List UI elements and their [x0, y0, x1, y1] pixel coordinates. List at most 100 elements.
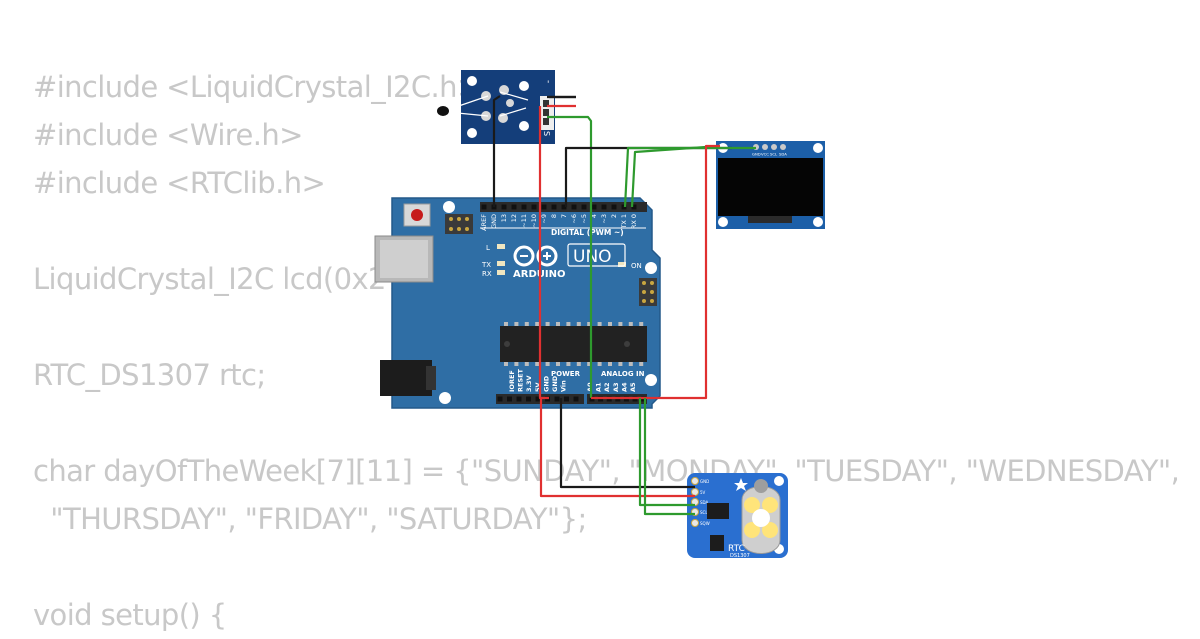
- digital-pin-label: 8: [550, 214, 558, 218]
- mounting-hole: [439, 392, 451, 404]
- pin-hole[interactable]: [541, 204, 547, 210]
- board-model: UNO: [573, 247, 612, 267]
- reset-button-cap[interactable]: [411, 209, 423, 221]
- wire-green-oled-sda[interactable]: [630, 144, 721, 208]
- oled-pin-label: SDA: [779, 152, 787, 157]
- digital-pin-label: ~10: [530, 214, 538, 228]
- code-line: "THURSDAY", "FRIDAY", "SATURDAY"};: [33, 502, 587, 536]
- mounting-hole: [645, 262, 657, 274]
- digital-pin-label: GND: [490, 214, 498, 229]
- mounting-hole: [718, 217, 728, 227]
- wire-black-rtc-gnd[interactable]: [559, 398, 695, 489]
- analog-pin-label: A4: [620, 382, 628, 392]
- digital-pin-label: 12: [510, 214, 518, 222]
- pin-hole[interactable]: [621, 204, 627, 210]
- rtc-ds1307-module[interactable]: GND 5V SDA SCL SQW RTC DS1307: [687, 473, 788, 559]
- digital-pin-label: ~5: [580, 214, 588, 224]
- digital-pin-label: RX 0: [630, 214, 638, 229]
- pin-hole[interactable]: [507, 396, 512, 402]
- wire-green-sensor-signal[interactable]: [547, 115, 593, 398]
- pin-hole[interactable]: [591, 204, 597, 210]
- pin-hole[interactable]: [554, 396, 560, 402]
- wire-green-rtc-sda[interactable]: [638, 398, 695, 507]
- pin-hole[interactable]: [516, 396, 522, 402]
- code-line: RTC_DS1307 rtc;: [33, 358, 266, 392]
- pin-hole[interactable]: [611, 204, 617, 210]
- wire-black-sensor-gnd-drop[interactable]: [492, 95, 501, 207]
- wire-green-rtc-scl[interactable]: [643, 398, 695, 516]
- pin-hole[interactable]: [551, 204, 557, 210]
- analog-label: ANALOG IN: [601, 370, 645, 378]
- rx-led: [497, 270, 505, 275]
- l-led: [497, 244, 505, 249]
- l-led-label: L: [486, 244, 490, 252]
- pin-hole[interactable]: [501, 204, 507, 210]
- tx-led-label: TX: [481, 261, 491, 269]
- digital-pin-label: ~9: [540, 214, 548, 224]
- oled-display-module[interactable]: GND VCC SCL SDA: [716, 141, 825, 229]
- power-pin-label: GND: [551, 375, 559, 392]
- thermistor-icon: [437, 91, 529, 117]
- pin-hole[interactable]: [531, 204, 537, 210]
- pin-hole[interactable]: [511, 204, 517, 210]
- sensor-pin-label: S: [542, 131, 551, 136]
- pin-hole[interactable]: [631, 204, 637, 210]
- pin-hole[interactable]: [481, 204, 487, 210]
- power-label: POWER: [551, 370, 581, 378]
- temperature-sensor-module[interactable]: - S: [437, 70, 555, 144]
- pin-hole[interactable]: [535, 396, 541, 402]
- mounting-hole: [519, 81, 529, 91]
- power-pin-label: 3.3V: [525, 375, 533, 392]
- rtc-pin-label: SCL: [700, 510, 708, 515]
- code-line: #include <RTClib.h>: [33, 166, 326, 200]
- code-line: void setup() {: [33, 598, 227, 632]
- code-line: char dayOfTheWeek[7][11] = {"SUNDAY", "M…: [33, 454, 1180, 488]
- pin-hole[interactable]: [561, 204, 567, 210]
- power-pin-label: GND: [542, 375, 550, 392]
- wire-green-oled-scl[interactable]: [623, 146, 756, 208]
- wire-red-oled-vcc[interactable]: [591, 144, 720, 400]
- power-pin-label: RESET: [517, 368, 525, 392]
- code-line: #include <Wire.h>: [33, 118, 303, 152]
- pin-hole[interactable]: [601, 204, 607, 210]
- rtc-pin-label: 5V: [700, 490, 706, 495]
- rtc-label: RTC: [728, 544, 745, 554]
- pin-hole[interactable]: [526, 396, 531, 402]
- pin-hole[interactable]: [521, 204, 527, 210]
- mounting-hole: [443, 201, 455, 213]
- pin-hole[interactable]: [571, 204, 577, 210]
- code-line: #include <LiquidCrystal_I2C.h>: [33, 70, 481, 104]
- rtc-pin-label: SDA: [700, 500, 709, 505]
- pin-hole[interactable]: [581, 204, 587, 210]
- arduino-logo-icon: [513, 245, 558, 267]
- wires: [492, 95, 756, 516]
- analog-pin-label: A3: [612, 382, 620, 392]
- icsp-header-right: [639, 278, 657, 306]
- oled-screen: [718, 158, 823, 216]
- wire-red-rtc-5v[interactable]: [539, 398, 695, 498]
- rtc-pin-label: SQW: [700, 521, 710, 526]
- pin-hole[interactable]: [564, 396, 569, 402]
- power-pin-label: IOREF: [508, 370, 516, 392]
- digital-pin-label: ~11: [520, 214, 528, 228]
- analog-pin-label: A2: [603, 382, 611, 392]
- power-pin-label: Vin: [560, 380, 568, 392]
- atmega-chip: [500, 326, 647, 362]
- rx-led-label: RX: [482, 270, 492, 278]
- pin-hole[interactable]: [573, 396, 579, 402]
- digital-label: DIGITAL (PWM ~): [551, 228, 624, 237]
- mounting-hole: [467, 76, 477, 86]
- analog-pin-label: A1: [595, 382, 603, 392]
- digital-pin-label: 2: [610, 214, 618, 218]
- digital-pin-label: TX 1: [620, 214, 628, 230]
- pin-hole[interactable]: [497, 396, 503, 402]
- mounting-hole: [645, 374, 657, 386]
- on-led: [618, 262, 626, 267]
- crystal: [710, 535, 724, 551]
- mounting-hole: [813, 143, 823, 153]
